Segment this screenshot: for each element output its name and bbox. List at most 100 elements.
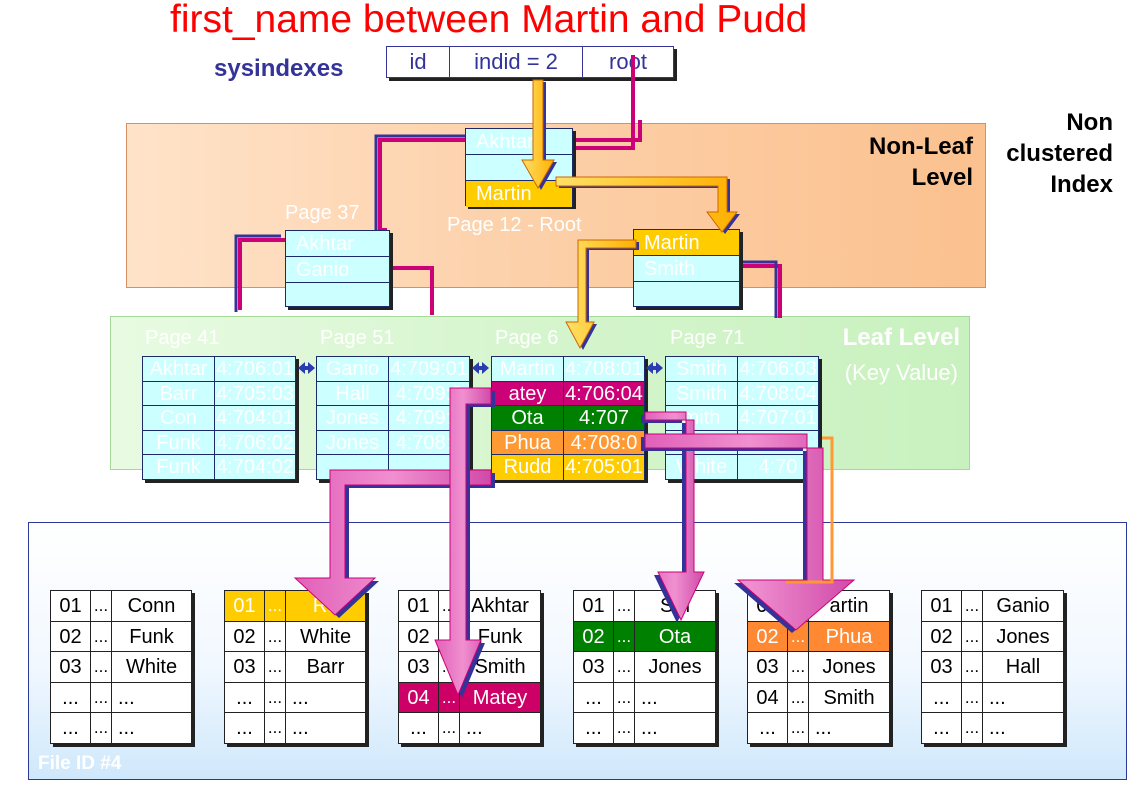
- leaf-key: Akhtar: [143, 357, 215, 381]
- row-ellipsis: ...: [962, 591, 983, 621]
- row-name: Matey: [472, 686, 528, 709]
- row-name: ...: [118, 686, 135, 709]
- row-number: ...: [225, 713, 265, 744]
- leaf-key: atey: [492, 381, 564, 406]
- index-entry: Akhtar: [466, 129, 572, 155]
- data-row: .........: [399, 713, 540, 744]
- connector-rightpage-down: [740, 264, 782, 318]
- row-number: 02: [922, 621, 962, 652]
- row-number: 01: [225, 591, 265, 621]
- index-page-12-root: Akhtar Martin: [465, 128, 573, 207]
- row-name: ...: [118, 717, 135, 740]
- row-number: 04: [748, 682, 788, 713]
- row-name: Smith: [823, 686, 875, 709]
- leaf-key: Ganio: [317, 357, 389, 381]
- leaf-row: [317, 455, 469, 480]
- row-name: Jones: [996, 625, 1050, 648]
- page-37-label: Page 37: [285, 202, 360, 224]
- row-name: Barr: [306, 656, 345, 679]
- leaf-key: Funk: [143, 455, 215, 480]
- data-page-3: 01...Akhtar 02...Funk 03...Smith 04...Ma…: [398, 590, 541, 744]
- leaf-row: [666, 430, 818, 456]
- row-number: ...: [225, 682, 265, 713]
- row-number: ...: [399, 713, 439, 744]
- data-row: 02...Jones: [922, 621, 1063, 653]
- row-ellipsis: ...: [439, 621, 460, 652]
- row-number: 01: [748, 591, 788, 621]
- data-row: .........: [748, 713, 889, 744]
- non-clustered-index-label: Non clustered Index: [1006, 109, 1113, 198]
- page-61-label: Page 6: [495, 327, 559, 349]
- leaf-key: Jones: [317, 406, 389, 430]
- row-number: ...: [574, 682, 614, 713]
- page-41-label: Page 41: [145, 327, 220, 349]
- index-entry: Smith: [634, 256, 739, 282]
- row-ellipsis: ...: [265, 713, 286, 744]
- row-name: White: [299, 625, 352, 648]
- row-number: 01: [399, 591, 439, 621]
- row-number: 03: [574, 652, 614, 682]
- page-12-root-label: Page 12 - Root: [447, 214, 582, 236]
- row-ellipsis: ...: [91, 682, 112, 713]
- data-page-6: 01...Ganio 02...Jones 03...Hall ........…: [921, 590, 1064, 744]
- index-entry: [466, 155, 572, 181]
- row-name: ...: [989, 717, 1006, 740]
- data-row: 03...Jones: [748, 652, 889, 683]
- leaf-rid: 4:708:0: [395, 431, 463, 454]
- leaf-key: Phua: [492, 430, 564, 455]
- row-number: 02: [574, 621, 614, 652]
- key-value-label: (Key Value): [844, 360, 958, 385]
- leaf-key: Rudd: [492, 455, 564, 480]
- row-name: ...: [292, 686, 309, 709]
- data-row: 02...Funk: [51, 621, 191, 653]
- row-ellipsis: ...: [788, 591, 809, 621]
- row-number: 03: [748, 652, 788, 682]
- row-ellipsis: ...: [614, 652, 635, 682]
- leaf-rid: 4:708:04: [739, 382, 817, 405]
- leaf-level-label: Leaf Level: [842, 324, 960, 351]
- data-row-matey: 04...Matey: [399, 682, 540, 714]
- row-ellipsis: ...: [91, 652, 112, 682]
- leaf-rid: 4:705:03: [216, 382, 294, 405]
- data-row: .........: [574, 713, 715, 744]
- row-name: Ota: [658, 625, 692, 648]
- row-number: 04: [399, 682, 439, 713]
- row-name: Akhtar: [471, 595, 529, 617]
- index-entry: Akhtar: [286, 231, 389, 257]
- row-ellipsis: ...: [439, 713, 460, 744]
- leaf-rid: 4:706:02: [216, 431, 294, 454]
- leaf-rid: 4:709:0: [395, 407, 463, 430]
- row-name: ...: [815, 717, 832, 740]
- row-ellipsis: ...: [788, 713, 809, 744]
- row-number: 02: [748, 621, 788, 652]
- row-number: 01: [51, 591, 91, 621]
- row-name: White: [125, 656, 178, 679]
- leaf-rid: [389, 455, 469, 480]
- row-name: Funk: [477, 625, 523, 648]
- row-ellipsis: ...: [962, 682, 983, 713]
- data-row: 03...White: [51, 652, 191, 683]
- row-number: 03: [922, 652, 962, 682]
- data-row: 01...Ganio: [922, 591, 1063, 622]
- leaf-rid: [738, 431, 818, 455]
- row-name: Hall: [1005, 656, 1041, 679]
- leaf-key: Ota: [492, 406, 564, 430]
- row-ellipsis: ...: [439, 591, 460, 621]
- index-entry: [634, 282, 739, 308]
- leaf-row: Jones 4:709:0: [317, 406, 469, 431]
- leaf-rid: 4:707: [578, 407, 630, 430]
- data-row-phua: 02...Phua: [748, 621, 889, 653]
- row-name: Jones: [822, 656, 876, 679]
- row-number: 02: [51, 621, 91, 652]
- data-row: .........: [225, 682, 365, 714]
